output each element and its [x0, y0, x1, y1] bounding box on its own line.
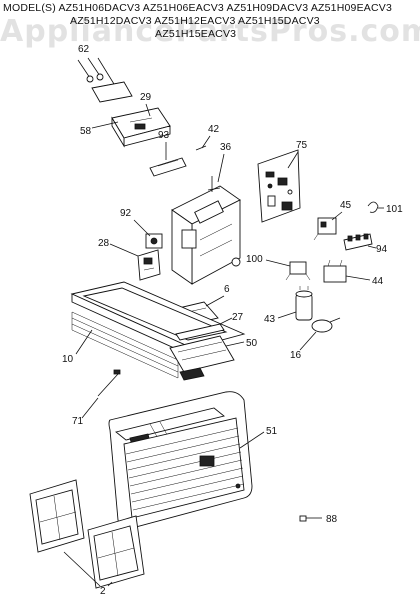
label-6: 6	[224, 284, 230, 295]
part-75-circuit-board[interactable]	[257, 149, 301, 223]
label-2: 2	[100, 586, 106, 597]
diagram-header: AppliancePartsPros.com MODEL(S) AZ51H06D…	[0, 0, 420, 49]
part-16-strap[interactable]	[311, 317, 341, 333]
part-36-control-box[interactable]	[171, 176, 241, 285]
part-43-capacitor[interactable]	[295, 286, 313, 321]
part-88-screw[interactable]	[299, 515, 322, 522]
label-93: 93	[158, 130, 170, 141]
label-27: 27	[232, 312, 244, 323]
part-2-air-filters[interactable]	[29, 479, 145, 589]
part-101-clip[interactable]	[367, 201, 379, 213]
part-50-discharge-grille[interactable]	[169, 335, 235, 381]
watermark: AppliancePartsPros.com	[0, 14, 420, 49]
model-list-line-3: AZ51H15EACV3	[155, 28, 237, 40]
part-62-screws[interactable]	[77, 57, 115, 85]
label-16: 16	[290, 350, 302, 361]
part-44-relay[interactable]	[323, 259, 347, 283]
part-94-terminal[interactable]	[343, 233, 373, 251]
label-58: 58	[80, 126, 92, 137]
label-51: 51	[266, 426, 278, 437]
label-44: 44	[372, 276, 384, 287]
part-29-control-panel[interactable]	[91, 81, 171, 148]
model-list-line-2: AZ51H12DACV3 AZ51H12EACV3 AZ51H15DACV3	[70, 15, 320, 27]
part-27-panel[interactable]	[175, 323, 225, 341]
label-92: 92	[120, 208, 132, 219]
part-45-relay[interactable]	[313, 217, 337, 241]
label-10: 10	[62, 354, 74, 365]
label-101: 101	[386, 204, 403, 215]
part-100-relay[interactable]	[285, 261, 311, 281]
part-51-front-cabinet[interactable]	[108, 391, 253, 529]
label-62: 62	[78, 44, 90, 55]
part-42-pin[interactable]	[195, 145, 207, 151]
label-36: 36	[220, 142, 232, 153]
model-list-line-1: MODEL(S) AZ51H06DACV3 AZ51H06EACV3 AZ51H…	[3, 2, 393, 14]
label-75: 75	[296, 140, 308, 151]
part-71-pin[interactable]	[97, 369, 121, 397]
label-28: 28	[98, 238, 110, 249]
label-43: 43	[264, 314, 276, 325]
part-28-switch[interactable]	[137, 249, 161, 281]
part-92-bracket[interactable]	[145, 233, 163, 249]
label-88: 88	[326, 514, 338, 525]
label-50: 50	[246, 338, 258, 349]
label-100: 100	[246, 254, 263, 265]
label-45: 45	[340, 200, 352, 211]
label-71: 71	[72, 416, 84, 427]
label-42: 42	[208, 124, 220, 135]
label-94: 94	[376, 244, 388, 255]
label-29: 29	[140, 92, 152, 103]
part-93-bracket[interactable]	[149, 157, 187, 177]
